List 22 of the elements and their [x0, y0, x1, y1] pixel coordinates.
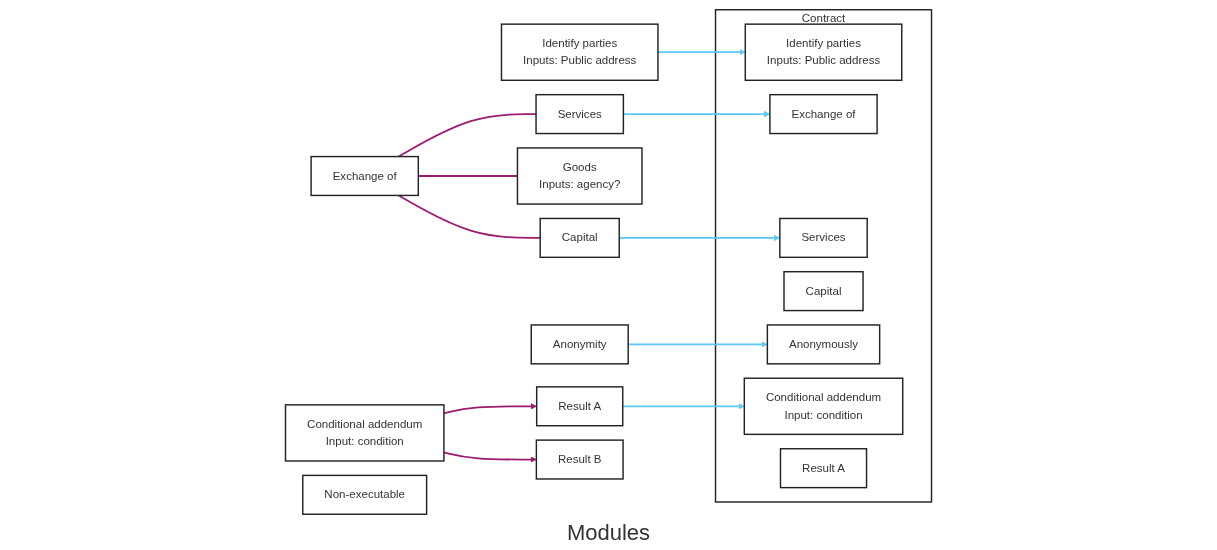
node-box: Anonymity [530, 324, 629, 365]
connector [397, 113, 537, 158]
node-box: Anonymously [766, 324, 881, 365]
node-box: Services [535, 93, 625, 135]
arrow [443, 451, 537, 463]
node-box: Conditional addendum Input: condition [284, 404, 445, 462]
node-box: Identify parties Inputs: Public address [500, 23, 659, 81]
node-box: Non-executable [302, 474, 428, 515]
node-box: Result A [779, 448, 868, 489]
node-box: Services [779, 217, 868, 259]
node-box: Exchange of [769, 93, 878, 135]
node-box: Result B [535, 439, 624, 480]
arrow [657, 49, 746, 56]
node-box: Goods Inputs: agency? [516, 147, 643, 205]
node-box: Capital [539, 217, 620, 259]
node-box: Exchange of [310, 155, 419, 197]
diagram-label: Modules [566, 520, 651, 546]
node-box: Result A [535, 386, 624, 427]
node-box: Conditional addendum Input: condition [743, 377, 904, 436]
arrow [443, 403, 537, 415]
node-box: Capital [783, 271, 864, 312]
node-box: Identify parties Inputs: Public address [744, 23, 903, 81]
